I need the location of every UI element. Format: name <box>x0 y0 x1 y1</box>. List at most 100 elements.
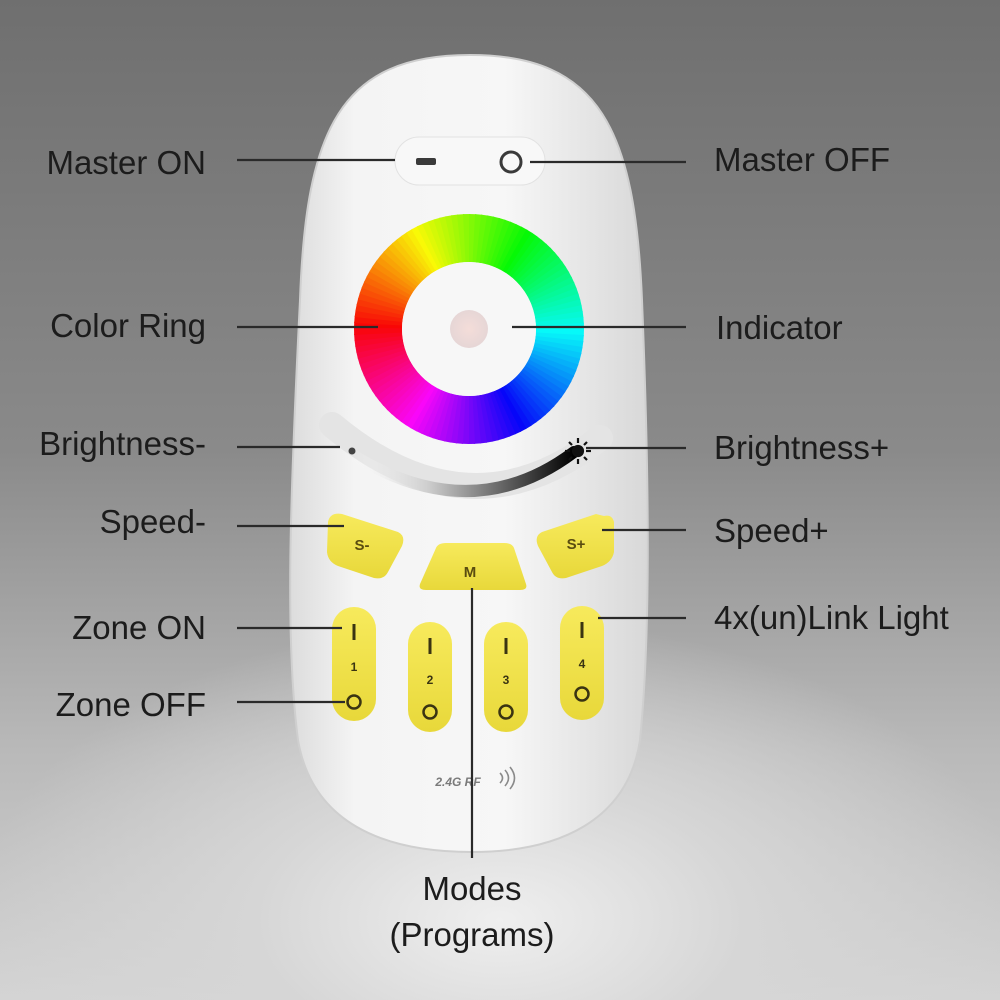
color-ring-segment <box>475 395 487 444</box>
color-ring-segment <box>359 286 407 309</box>
color-ring-segment <box>361 352 408 376</box>
color-ring-segment <box>526 359 572 388</box>
color-ring-segment <box>535 336 584 349</box>
color-ring-segment <box>392 238 428 280</box>
color-ring-segment <box>462 214 471 263</box>
speed-plus-button[interactable] <box>536 514 614 579</box>
color-ring-segment <box>533 299 582 316</box>
color-ring[interactable] <box>354 214 584 444</box>
color-ring-segment <box>502 229 533 274</box>
label-zone-off: Zone OFF <box>55 686 206 723</box>
color-ring-segment <box>359 349 407 371</box>
color-ring-segment <box>383 246 423 285</box>
zone-off-icon <box>498 704 514 720</box>
label-master-off: Master OFF <box>714 141 891 178</box>
color-ring-segment <box>375 367 417 402</box>
color-ring-segment <box>445 215 460 264</box>
color-ring-segment <box>521 256 563 291</box>
color-ring-segment <box>363 355 410 382</box>
zone-off-icon <box>346 694 362 710</box>
color-ring-segment <box>410 386 439 432</box>
color-ring-segment <box>511 239 547 280</box>
color-ring-segment <box>522 365 566 398</box>
color-ring-segment <box>354 309 403 322</box>
color-ring-segment <box>485 392 505 441</box>
color-ring-segment <box>531 349 579 372</box>
indicator-led <box>450 310 488 348</box>
color-ring-segment <box>489 219 512 267</box>
color-ring-segment <box>421 389 445 437</box>
color-ring-segment <box>455 395 466 444</box>
zone-button-1[interactable]: 1 <box>332 607 376 721</box>
color-ring-segment <box>354 315 403 326</box>
zone-button-4[interactable]: 4 <box>560 606 604 720</box>
color-ring-segment <box>505 232 538 276</box>
color-ring-segment <box>439 216 456 265</box>
color-ring-segment <box>355 338 404 353</box>
color-ring-segment <box>361 281 409 305</box>
color-ring-segment <box>513 376 551 416</box>
color-ring-segment <box>405 384 436 429</box>
color-ring-segment <box>401 231 434 275</box>
color-ring-segment <box>518 252 560 288</box>
label-color-ring: Color Ring <box>50 307 206 344</box>
color-ring-segment <box>433 217 453 266</box>
color-ring-segment <box>518 371 559 407</box>
color-ring-segment <box>368 361 413 392</box>
color-ring-segment <box>534 305 583 320</box>
color-ring-segment <box>496 223 523 270</box>
color-ring-segment <box>532 293 581 313</box>
color-ring-segment <box>426 391 449 439</box>
zone-button-3[interactable]: 3 <box>484 622 528 732</box>
color-ring-segment <box>427 219 449 267</box>
color-ring-segment <box>498 387 527 433</box>
zone-number: 1 <box>351 660 358 674</box>
color-ring-segment <box>529 353 577 377</box>
color-ring-segment <box>467 395 476 444</box>
color-ring-segment <box>530 282 577 306</box>
brightness-slider[interactable] <box>342 446 580 497</box>
brightness-plus-icon <box>565 438 591 464</box>
color-ring-segment <box>525 266 570 297</box>
zone-off-icon <box>574 686 590 702</box>
color-ring-segment <box>528 356 575 383</box>
color-ring-segment <box>524 362 569 393</box>
zone-off-icon <box>422 704 438 720</box>
color-ring-segment <box>482 216 500 265</box>
color-ring-segment <box>415 388 442 435</box>
label-modes: Modes (Programs) <box>372 866 572 958</box>
label-speed-minus: Speed- <box>99 503 206 540</box>
label-modes-line2: (Programs) <box>389 916 555 954</box>
label-master-on: Master ON <box>46 144 206 181</box>
color-ring-segment <box>365 358 411 387</box>
color-ring-segment <box>472 214 483 263</box>
zone-buttons: 1 2 3 4 <box>332 606 604 732</box>
color-ring-segment <box>479 215 495 264</box>
zone-number: 2 <box>427 673 434 687</box>
color-ring-segment <box>533 342 582 360</box>
color-ring-segment <box>400 382 433 426</box>
label-brightness-minus: Brightness- <box>39 425 206 462</box>
zone-number: 4 <box>579 657 586 671</box>
speed-minus-button[interactable] <box>327 513 404 579</box>
color-ring-segment <box>532 346 581 366</box>
master-off-button[interactable] <box>499 150 523 174</box>
color-ring-segment <box>535 311 584 323</box>
color-ring-segment <box>492 390 516 437</box>
speed-minus-key-label: S- <box>355 537 370 554</box>
zone-button-2[interactable]: 2 <box>408 622 452 732</box>
color-ring-segment <box>369 265 414 296</box>
color-ring-segment <box>449 395 462 444</box>
color-ring-segment <box>482 393 499 442</box>
color-ring-segment <box>443 394 459 443</box>
color-ring-segment <box>507 381 542 423</box>
master-on-button[interactable] <box>416 158 436 165</box>
color-ring-segment <box>508 235 543 278</box>
mode-button[interactable] <box>419 543 527 590</box>
color-ring-segment <box>395 380 430 423</box>
color-ring-segment <box>371 364 415 397</box>
label-indicator: Indicator <box>716 309 843 346</box>
label-speed-plus: Speed+ <box>714 512 829 549</box>
color-ring-segment <box>356 298 405 316</box>
